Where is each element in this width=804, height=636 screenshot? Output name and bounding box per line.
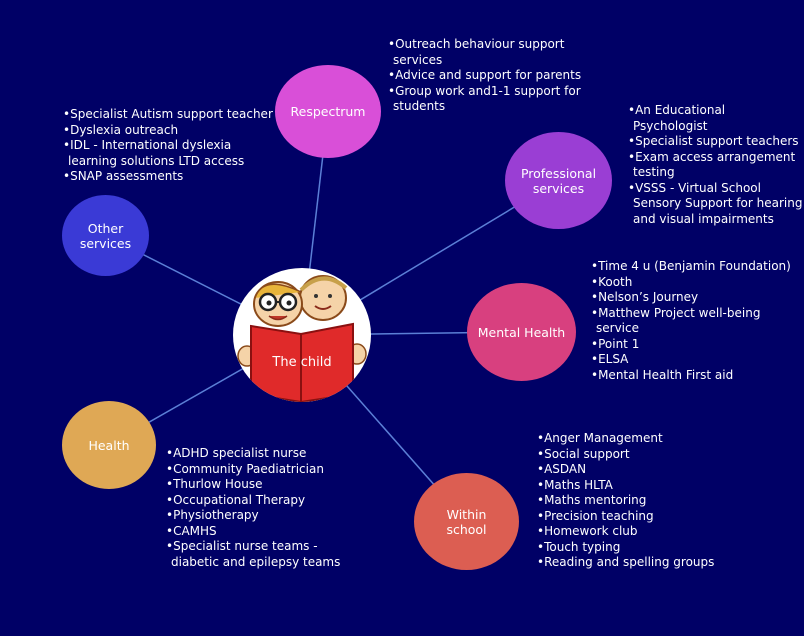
- node-label-respectrum: Respectrum: [290, 104, 366, 119]
- list-health: ADHD specialist nurse Community Paediatr…: [161, 446, 361, 570]
- list-other-services: Specialist Autism support teacher Dyslex…: [58, 107, 273, 185]
- node-other-services: Other services: [62, 195, 149, 276]
- list-item: ASDAN: [532, 462, 732, 478]
- list-item: Dyslexia outreach: [58, 123, 273, 139]
- node-label-within-school: Within school: [446, 506, 487, 537]
- list-within-school: Anger Management Social support ASDAN Ma…: [532, 431, 732, 571]
- node-respectrum: Respectrum: [275, 65, 381, 158]
- list-item: CAMHS: [161, 524, 361, 540]
- list-item: ADHD specialist nurse: [161, 446, 361, 462]
- list-item: Specialist nurse teams - diabetic and ep…: [161, 539, 361, 570]
- list-item: Physiotherapy: [161, 508, 361, 524]
- list-item: Mental Health First aid: [586, 368, 796, 384]
- list-item: Exam access arrangement testing: [623, 150, 803, 181]
- list-item: An Educational Psychologist: [623, 103, 803, 134]
- list-item: Maths mentoring: [532, 493, 732, 509]
- list-item: Reading and spelling groups: [532, 555, 732, 571]
- list-item: Specialist Autism support teacher: [58, 107, 273, 123]
- list-item: Community Paediatrician: [161, 462, 361, 478]
- list-item: Nelson’s Journey: [586, 290, 796, 306]
- list-item: Advice and support for parents: [383, 68, 583, 84]
- list-item: Touch typing: [532, 540, 732, 556]
- list-item: Thurlow House: [161, 477, 361, 493]
- node-label-health: Health: [88, 437, 130, 453]
- list-item: VSSS - Virtual School Sensory Support fo…: [623, 181, 803, 228]
- list-mental-health: Time 4 u (Benjamin Foundation) Kooth Nel…: [586, 259, 796, 383]
- list-item: Group work and1-1 support for students: [383, 84, 583, 115]
- list-item: Outreach behaviour support services: [383, 37, 583, 68]
- list-respectrum: Outreach behaviour support services Advi…: [383, 37, 583, 115]
- list-item: Time 4 u (Benjamin Foundation): [586, 259, 796, 275]
- list-item: Occupational Therapy: [161, 493, 361, 509]
- list-item: Homework club: [532, 524, 732, 540]
- children-reading-illustration: [237, 275, 367, 402]
- list-item: SNAP assessments: [58, 169, 273, 185]
- center-node-label: The child: [272, 355, 332, 370]
- list-item: Point 1: [586, 337, 796, 353]
- node-professional-services: Professional services: [505, 132, 612, 229]
- list-item: Anger Management: [532, 431, 732, 447]
- node-health: Health: [62, 401, 156, 489]
- list-item: Kooth: [586, 275, 796, 291]
- node-label-other-services: Other services: [79, 220, 132, 251]
- node-label-mental-health: Mental Health: [477, 324, 566, 340]
- node-mental-health: Mental Health: [467, 283, 576, 381]
- list-item: Social support: [532, 447, 732, 463]
- node-within-school: Within school: [414, 473, 519, 570]
- node-label-professional-services: Professional services: [520, 165, 597, 196]
- list-professional-services: An Educational Psychologist Specialist s…: [623, 103, 803, 227]
- center-node-the-child: The child: [233, 268, 371, 402]
- list-item: Specialist support teachers: [623, 134, 803, 150]
- list-item: Maths HLTA: [532, 478, 732, 494]
- list-item: Matthew Project well-being service: [586, 306, 796, 337]
- list-item: Precision teaching: [532, 509, 732, 525]
- list-item: IDL - International dyslexia learning so…: [58, 138, 273, 169]
- list-item: ELSA: [586, 352, 796, 368]
